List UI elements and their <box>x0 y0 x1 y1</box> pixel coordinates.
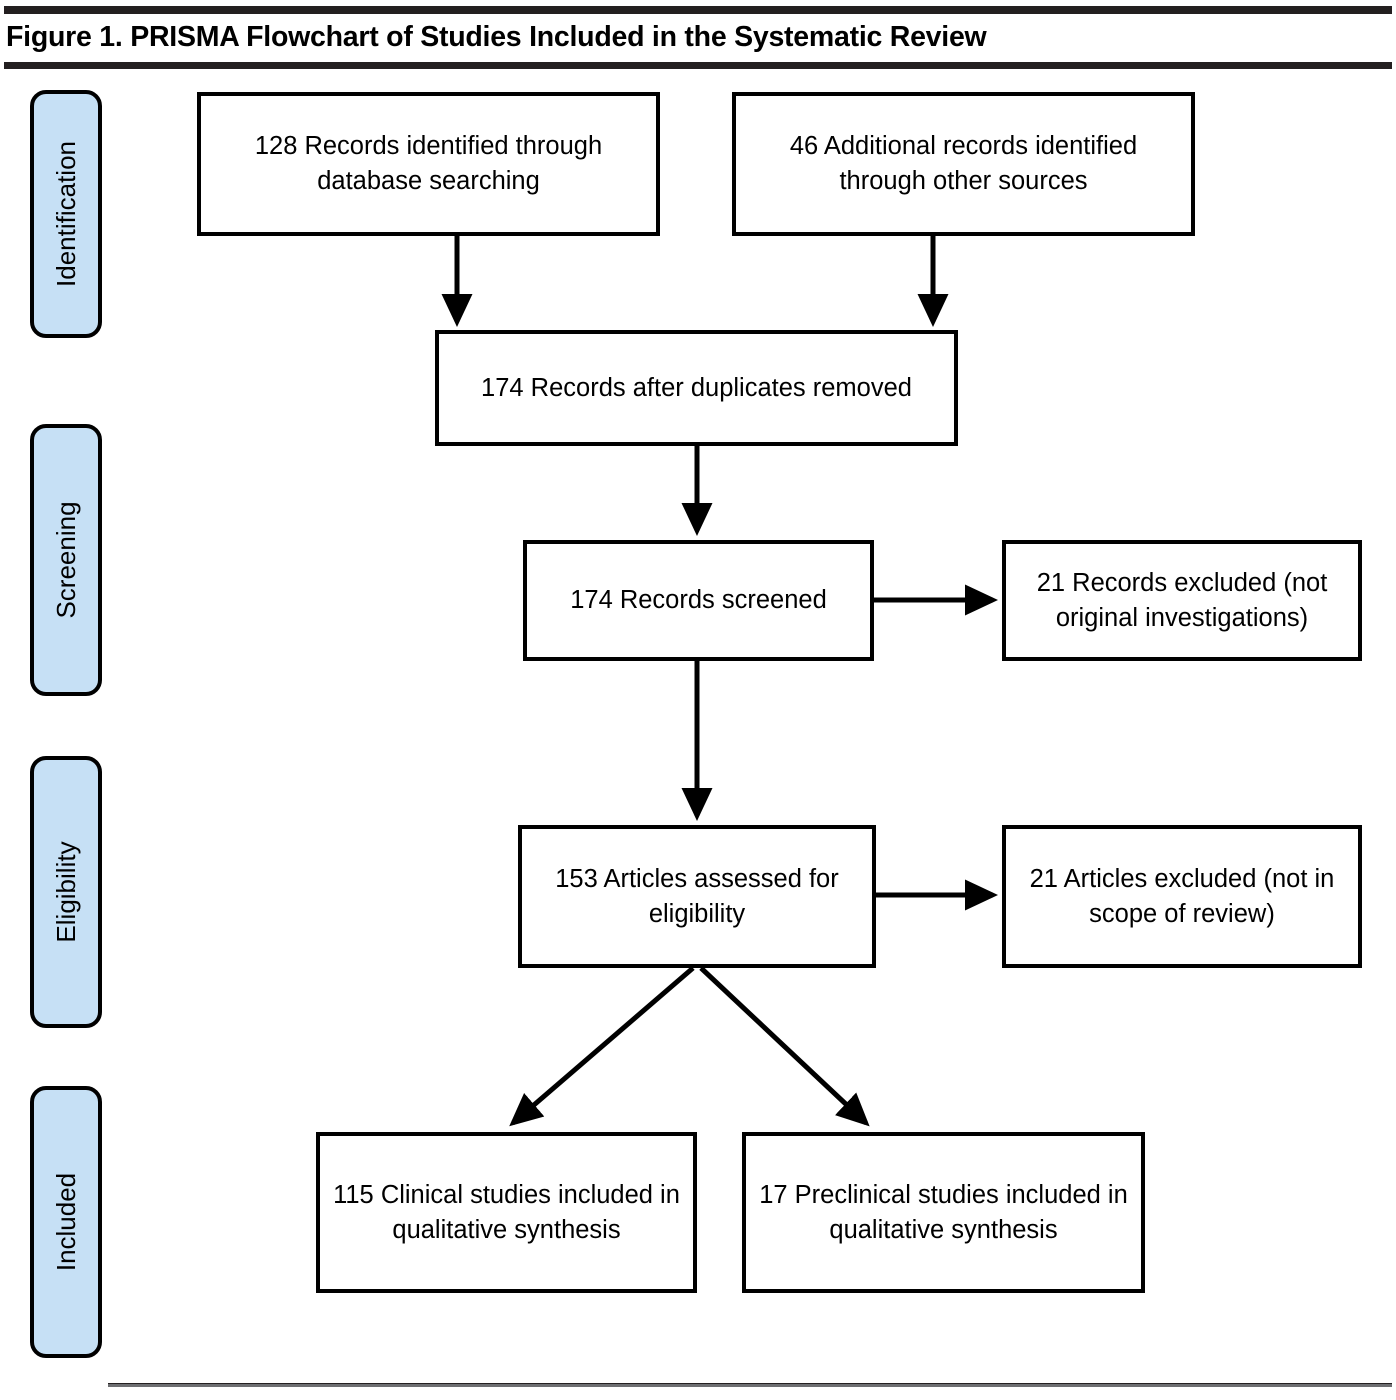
box-clinical-studies-included: 115 Clinical studies included in qualita… <box>316 1132 697 1293</box>
box-records-excluded-text: 21 Records excluded (not original invest… <box>1036 568 1328 632</box>
stage-pill-identification: Identification <box>30 90 102 338</box>
arrow-assessed-to-clinical <box>509 966 695 1127</box>
header-rule-bottom <box>4 62 1392 69</box>
stage-label-screening: Screening <box>51 501 81 619</box>
stage-label-included: Included <box>51 1172 81 1272</box>
figure-title: Figure 1. PRISMA Flowchart of Studies In… <box>6 21 987 53</box>
header-rule-top <box>4 6 1392 14</box>
box-articles-assessed-eligibility: 153 Articles assessed for eligibility <box>518 825 876 968</box>
box-records-screened-text: 174 Records screened <box>570 586 827 614</box>
box-articles-excluded-text: 21 Articles excluded (not in scope of re… <box>1029 864 1335 928</box>
stage-label-eligibility: Eligibility <box>51 841 81 943</box>
arrow-assessed-to-preclinical <box>699 966 870 1127</box>
box-records-identified-database-text: 128 Records identified through database … <box>254 132 603 195</box>
figure-footer-rule <box>108 1383 1392 1387</box>
box-records-screened: 174 Records screened <box>523 540 874 661</box>
figure-header: Figure 1. PRISMA Flowchart of Studies In… <box>0 0 1396 70</box>
box-additional-records-other-sources: 46 Additional records identified through… <box>732 92 1195 236</box>
box-preclinical-studies-included: 17 Preclinical studies included in quali… <box>742 1132 1145 1293</box>
stage-pill-eligibility: Eligibility <box>30 756 102 1028</box>
box-records-after-duplicates-removed: 174 Records after duplicates removed <box>435 330 958 446</box>
stage-pill-included: Included <box>30 1086 102 1358</box>
box-preclinical-studies-included-text: 17 Preclinical studies included in quali… <box>759 1180 1128 1244</box>
box-records-identified-database: 128 Records identified through database … <box>197 92 660 236</box>
box-clinical-studies-included-text: 115 Clinical studies included in qualita… <box>333 1180 680 1244</box>
stage-pill-screening: Screening <box>30 424 102 696</box>
box-articles-assessed-eligibility-text: 153 Articles assessed for eligibility <box>555 864 839 928</box>
box-articles-excluded: 21 Articles excluded (not in scope of re… <box>1002 825 1362 968</box>
box-records-excluded: 21 Records excluded (not original invest… <box>1002 540 1362 661</box>
stage-label-identification: Identification <box>51 141 81 287</box>
box-records-after-duplicates-removed-text: 174 Records after duplicates removed <box>481 373 912 402</box>
box-additional-records-other-sources-text: 46 Additional records identified through… <box>789 132 1138 195</box>
